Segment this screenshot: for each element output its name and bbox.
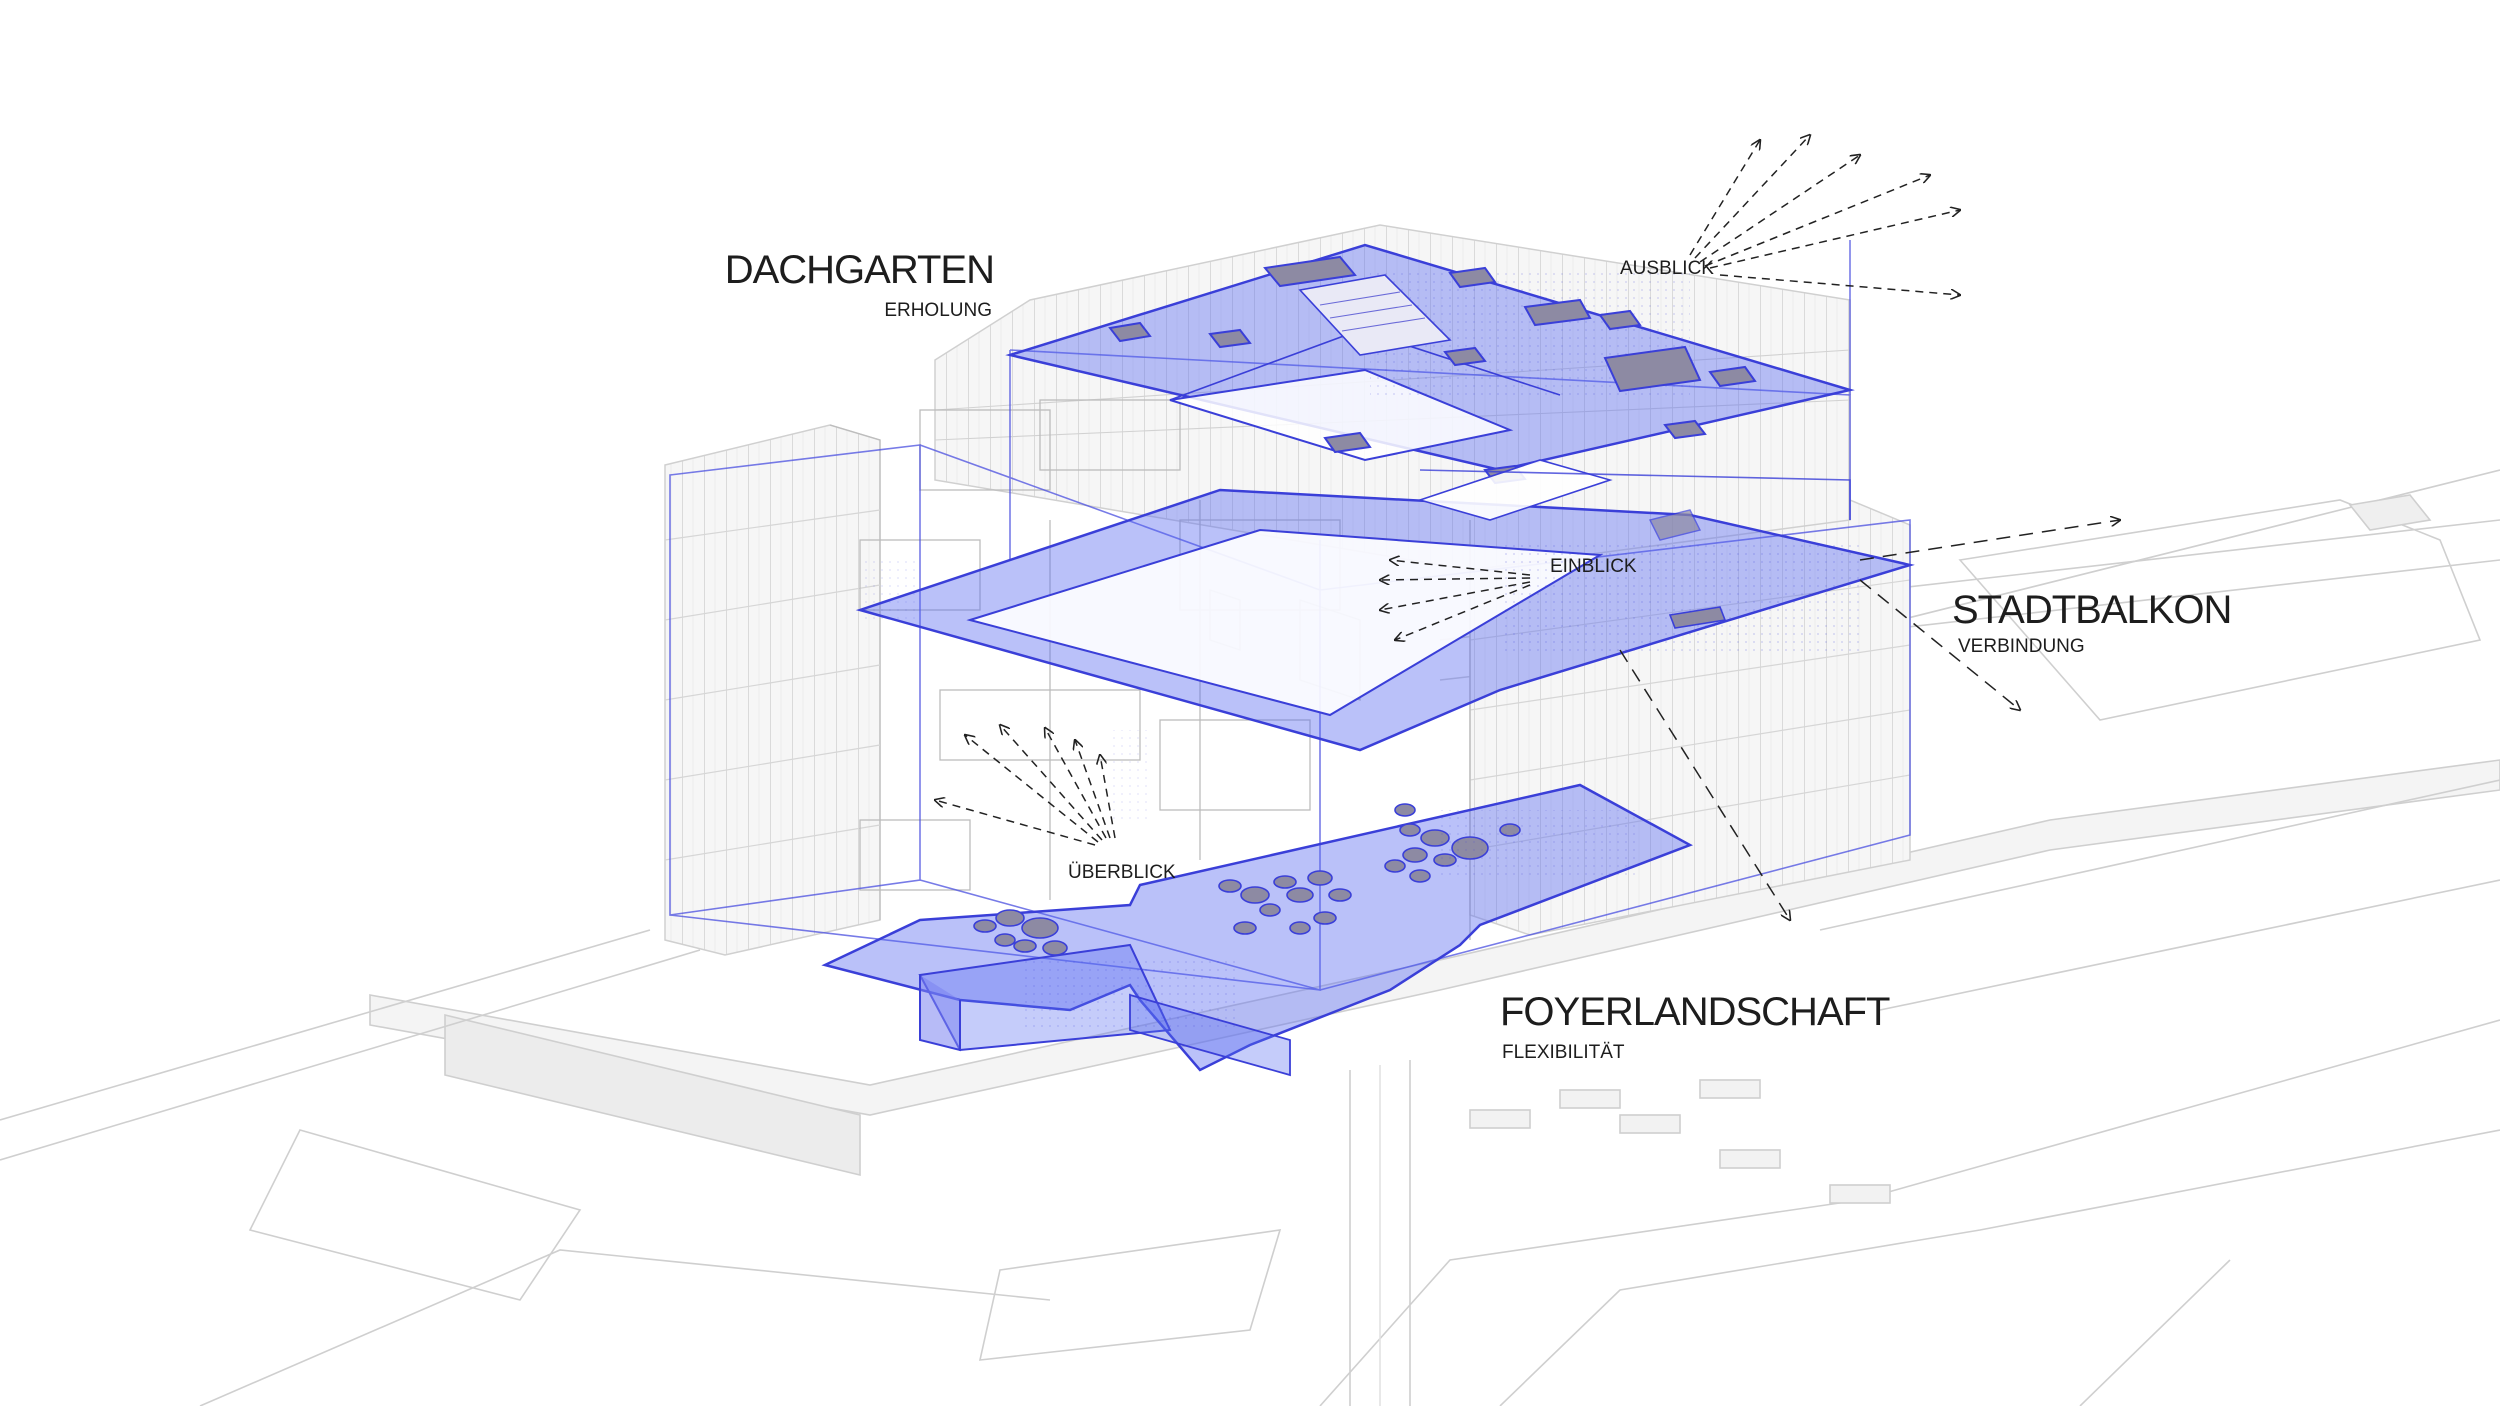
road-lower-1 bbox=[0, 929, 651, 1121]
roof-stair bbox=[1298, 274, 1452, 356]
label-stadtbalkon-title: STADTBALKON bbox=[1952, 588, 2232, 632]
parking-block-2 bbox=[1559, 1089, 1621, 1109]
road-lower-5 bbox=[1499, 1129, 2500, 1406]
road-diagonal-5 bbox=[1879, 879, 2500, 1011]
city-balcony-slab bbox=[855, 459, 1915, 752]
view-arrows-einblick bbox=[1380, 560, 1531, 640]
label-dachgarten-title: DACHGARTEN bbox=[724, 248, 995, 292]
label-foyerlandschaft-subtitle: FLEXIBILITÄT bbox=[1502, 1042, 1625, 1063]
parking-block-6 bbox=[1699, 1079, 1761, 1099]
road-lower-3 bbox=[199, 1249, 1051, 1406]
view-arrows-ausblick bbox=[1689, 135, 1960, 295]
label-stadtbalkon-subtitle: VERBINDUNG bbox=[1958, 636, 2085, 657]
street-block-1 bbox=[1958, 499, 2482, 721]
street-block-2 bbox=[248, 1129, 582, 1301]
label-dachgarten-subtitle: ERHOLUNG bbox=[884, 300, 992, 321]
road-lower-6 bbox=[2079, 1259, 2231, 1406]
foyer-landscape-slab bbox=[821, 783, 1693, 1077]
parking-block-4 bbox=[1719, 1149, 1781, 1169]
view-arrows-stadtbalkon bbox=[1619, 520, 2120, 920]
road-lower-4 bbox=[1319, 1019, 2500, 1406]
street-block-3 bbox=[978, 1229, 1282, 1361]
interior-structure bbox=[859, 399, 1471, 940]
parking-block-5 bbox=[1829, 1184, 1891, 1204]
parking-block-1 bbox=[1469, 1109, 1531, 1129]
view-arrows-ueberblick bbox=[935, 725, 1116, 846]
label-ueberblick: ÜBERBLICK bbox=[1068, 862, 1176, 883]
label-foyerlandschaft-title: FOYERLANDSCHAFT bbox=[1500, 990, 1890, 1034]
road-diagonal-4 bbox=[1819, 779, 2500, 931]
plinth-side bbox=[444, 1013, 861, 1177]
volume-edges bbox=[669, 240, 1911, 992]
label-einblick: EINBLICK bbox=[1550, 556, 1637, 577]
left-tower bbox=[664, 424, 881, 956]
square-marker bbox=[2348, 494, 2432, 531]
label-ausblick: AUSBLICK bbox=[1620, 258, 1714, 279]
road-lower-2 bbox=[0, 949, 701, 1161]
parking-block-3 bbox=[1619, 1114, 1681, 1134]
